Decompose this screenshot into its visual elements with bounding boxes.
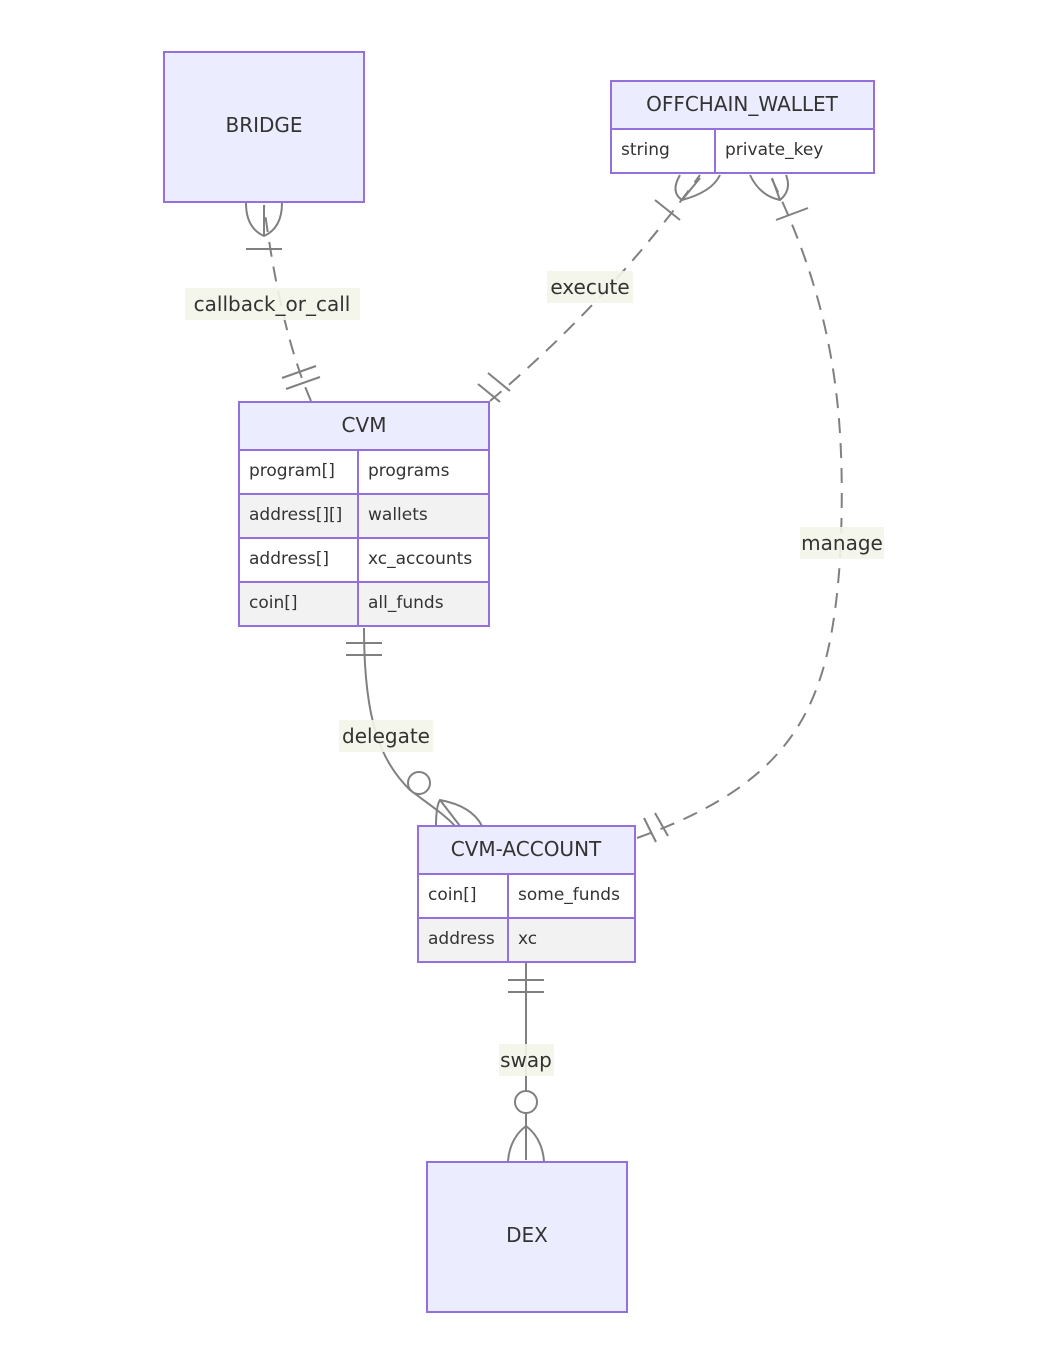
attribute-type: coin[]	[249, 593, 298, 613]
entity-offchain-wallet: OFFCHAIN_WALLET string private_key	[610, 80, 875, 174]
attribute-type: address[]	[249, 549, 329, 569]
one-or-more-marker-offchain-wallet-manage	[749, 174, 809, 221]
attribute-row: string private_key	[610, 128, 875, 174]
attribute-row: address xc	[417, 917, 636, 963]
relationship-label-execute: execute	[547, 271, 633, 303]
attribute-type: program[]	[249, 461, 335, 481]
relationship-label-swap: swap	[499, 1044, 554, 1076]
zero-or-more-marker-dex	[507, 1090, 545, 1162]
entity-title: DEX	[506, 1223, 548, 1247]
entity-cvm-account: CVM-ACCOUNT coin[] some_funds address xc	[417, 825, 636, 963]
attribute-row: coin[] all_funds	[238, 581, 490, 627]
attribute-row: address[][] wallets	[238, 493, 490, 539]
attribute-type: string	[621, 140, 670, 160]
relationship-line-delegate	[363, 627, 456, 827]
attribute-name: private_key	[725, 140, 823, 160]
relationship-label-text: execute	[550, 275, 629, 299]
one-or-more-marker-offchain-wallet-execute	[654, 174, 721, 221]
attribute-row: program[] programs	[238, 449, 490, 495]
relationship-label-text: manage	[801, 531, 883, 555]
exactly-one-marker-cvm-execute	[477, 372, 511, 403]
exactly-one-marker-cvm-account-manage	[643, 812, 669, 843]
relationship-manage	[636, 174, 843, 843]
attribute-name: xc	[518, 929, 537, 949]
exactly-one-marker-cvm-delegate	[346, 642, 382, 656]
relationship-line-manage	[636, 174, 843, 839]
entity-dex: DEX	[426, 1161, 628, 1313]
entity-title: CVM-ACCOUNT	[451, 837, 602, 861]
entity-cvm: CVM program[] programs address[][] walle…	[238, 401, 490, 627]
entity-title: CVM	[342, 413, 387, 437]
attribute-name: programs	[368, 461, 450, 481]
relationship-label-delegate: delegate	[339, 720, 433, 752]
entity-title: BRIDGE	[225, 113, 302, 137]
exactly-one-marker-cvm-account-swap	[508, 979, 544, 993]
attribute-row: address[] xc_accounts	[238, 537, 490, 583]
relationship-label-callback-or-call: callback_or_call	[185, 288, 360, 320]
one-or-more-marker-bridge	[245, 202, 283, 250]
exactly-one-marker-cvm-bridge	[281, 365, 321, 390]
attribute-type: address	[428, 929, 495, 949]
entity-bridge: BRIDGE	[163, 51, 365, 203]
relationship-label-manage: manage	[800, 527, 884, 559]
attribute-row: coin[] some_funds	[417, 873, 636, 919]
zero-or-more-marker-cvm-account-delegate	[407, 771, 483, 827]
attribute-type: address[][]	[249, 505, 342, 525]
entity-title: OFFCHAIN_WALLET	[646, 92, 839, 116]
attribute-name: some_funds	[518, 885, 620, 905]
attribute-name: wallets	[368, 505, 428, 525]
attribute-name: xc_accounts	[368, 549, 472, 569]
attribute-type: coin[]	[428, 885, 477, 905]
relationship-delegate	[346, 627, 483, 827]
relationship-label-text: delegate	[342, 724, 430, 748]
relationship-label-text: callback_or_call	[194, 292, 351, 316]
attribute-name: all_funds	[368, 593, 444, 613]
relationship-label-text: swap	[500, 1048, 552, 1072]
